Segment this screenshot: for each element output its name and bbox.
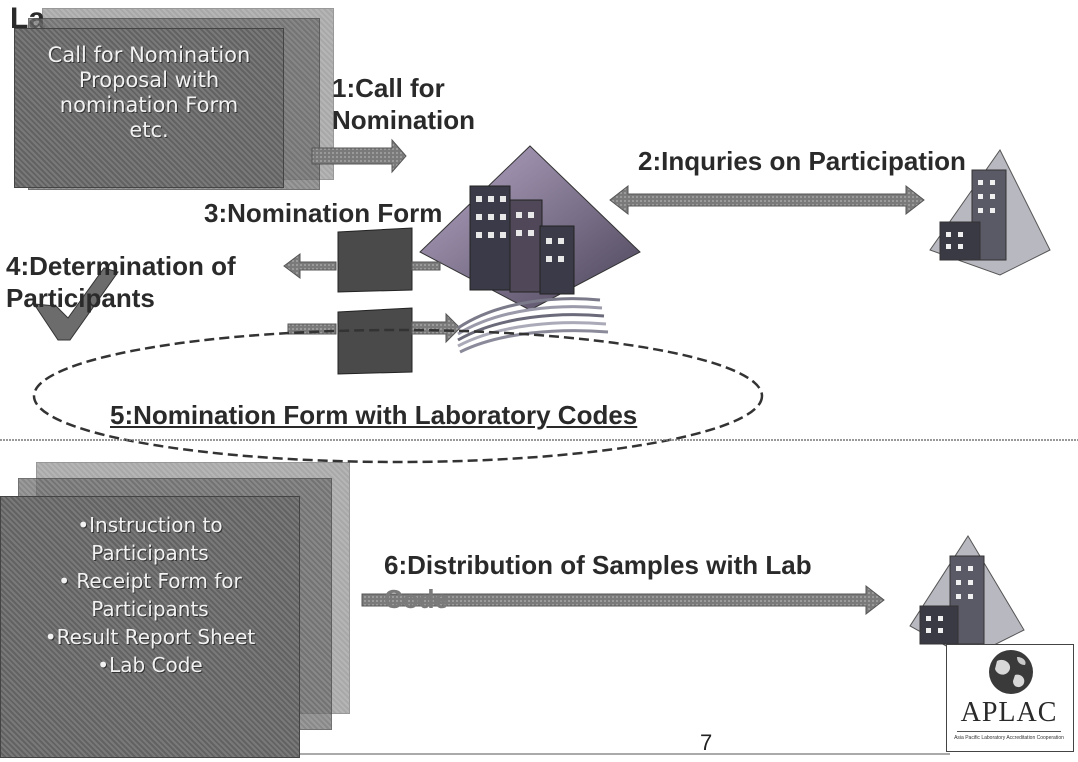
form-document-icon [337,307,413,375]
step-4-line-2: Participants [6,283,155,313]
doc-samples-line: •Lab Code [97,653,203,677]
doc-samples-line: Participants [91,541,209,565]
doc-samples-line: Participants [91,597,209,621]
step-5-label: 5:Nomination Form with Laboratory Codes [110,400,638,430]
doc-samples-line: •Result Report Sheet [44,625,256,649]
page-number: 7 [700,730,713,755]
document-front-sheet: Call for Nomination Proposal with nomina… [14,28,284,188]
doc-call-line: etc. [129,118,169,142]
step-4-line-1: 4:Determination of [6,251,236,281]
doc-call-line: Proposal with [78,68,220,92]
step-1-line-2: Nomination [332,105,475,135]
building-icon [929,149,1051,276]
step-6-line-2: Code [384,584,449,614]
doc-samples-line: •Instruction to [77,513,223,537]
call-for-nomination-document-stack: Call for Nomination Proposal with nomina… [14,8,334,198]
step-2-label: 2:Inquries on Participation [638,146,966,176]
aplac-logo-tagline: Asia Pacific Laboratory Accreditation Co… [954,735,1064,741]
building-icon [419,145,641,311]
checkmark-icon [33,267,119,341]
doc-call-line: Call for Nomination [47,43,251,67]
sample-waves-icon [457,297,609,354]
double-arrow-icon [609,184,925,216]
doc-call-line: nomination Form [59,93,239,117]
step-3-label: 3:Nomination Form [204,198,443,228]
aplac-logo: APLAC Asia Pacific Laboratory Accreditat… [946,644,1074,752]
aplac-logo-name: APLAC [960,697,1058,728]
building-icon [909,535,1025,659]
arrow-icon [361,584,885,616]
arrow-icon [311,138,407,174]
aplac-logo-underline [957,731,1061,732]
step-1-label: 1:Call for Nomination [332,72,475,136]
doc-samples-line: • Receipt Form for [58,569,242,593]
step-4-label: 4:Determination of Participants [6,250,236,314]
document-front-sheet: •Instruction to Participants • Receipt F… [0,496,300,758]
globe-icon [989,650,1033,694]
step-6-line-1: 6:Distribution of Samples with Lab [384,550,812,580]
step-5-highlight-ellipse [32,328,764,464]
step-6-label: 6:Distribution of Samples with Lab Code [384,548,812,616]
step-1-line-1: 1:Call for [332,73,445,103]
participant-documents-stack: •Instruction to Participants • Receipt F… [0,462,350,762]
arrow-icon [283,253,337,279]
form-document-icon [337,227,441,293]
